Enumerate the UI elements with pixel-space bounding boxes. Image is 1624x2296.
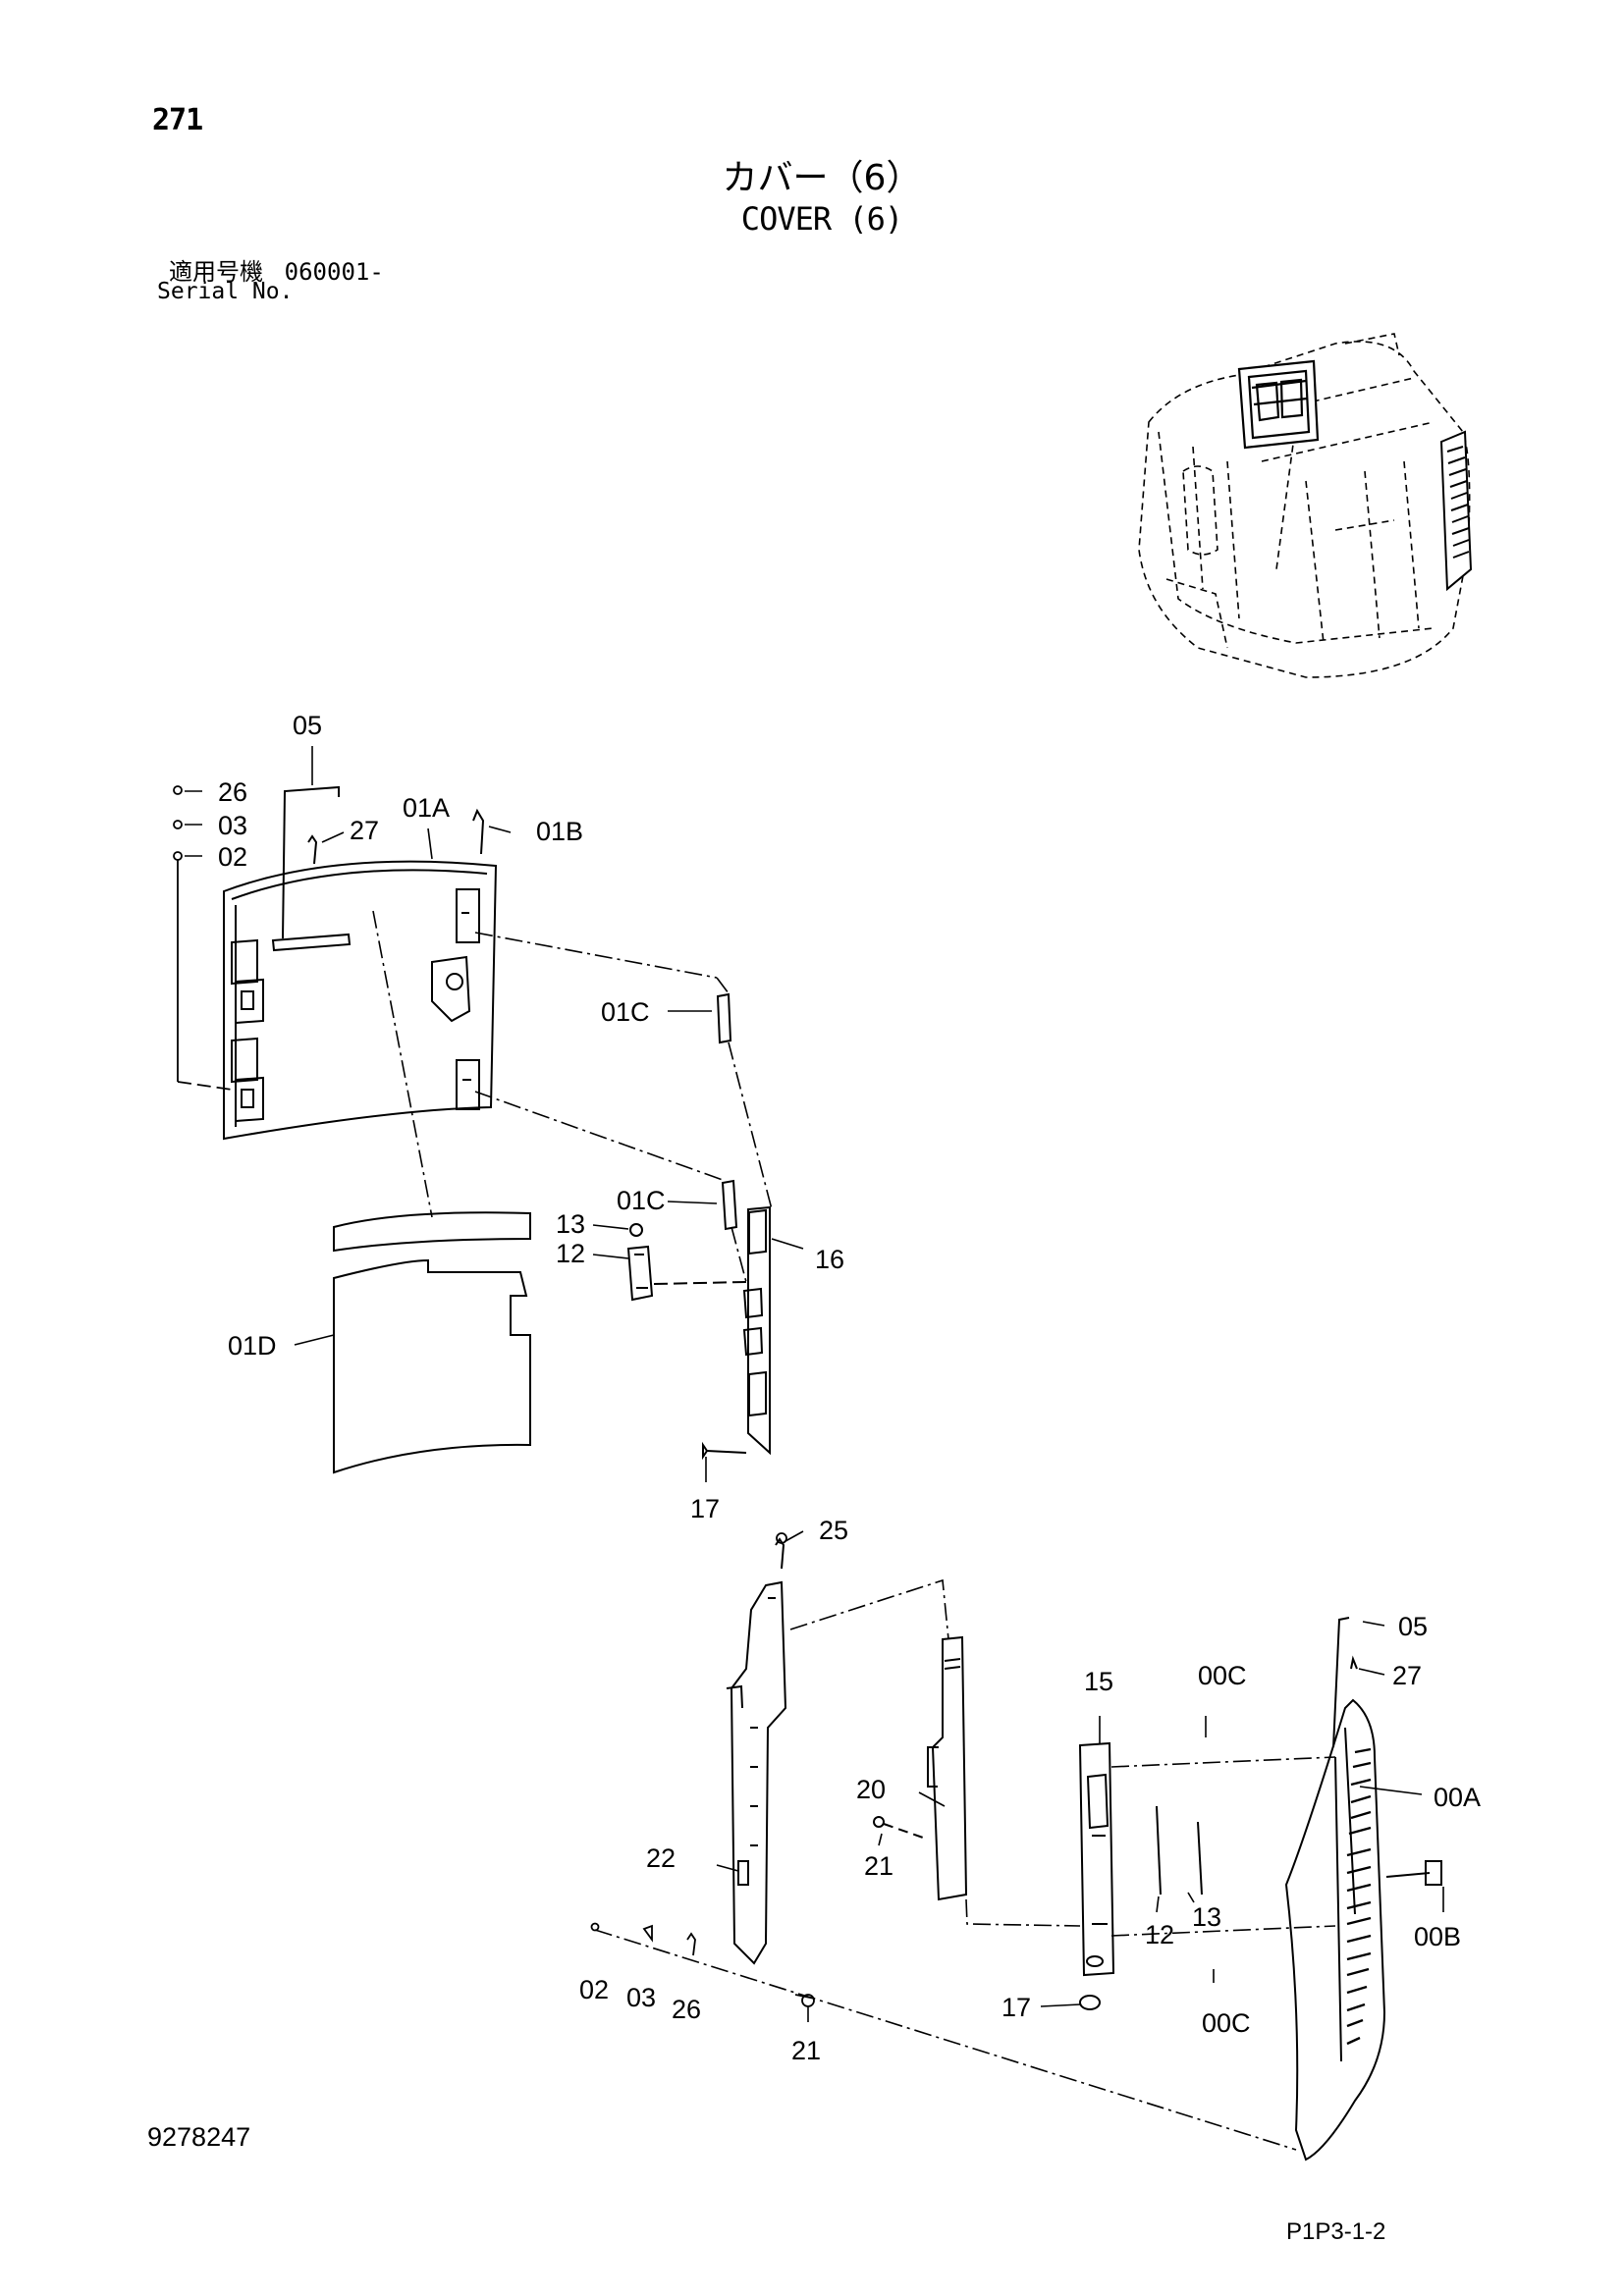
callout-01A: 01A (403, 793, 450, 823)
callout-03-top: 03 (218, 811, 247, 840)
serial-label-japanese: 適用号機 060001- (169, 252, 384, 287)
cover-panel-01A (223, 860, 498, 1141)
callout-13-top: 13 (556, 1209, 585, 1239)
callout-05-right: 05 (1398, 1612, 1428, 1641)
callout-20: 20 (856, 1775, 886, 1804)
callout-00B: 00B (1414, 1922, 1461, 1951)
callout-01C-lower: 01C (617, 1186, 666, 1215)
callout-13-mid: 13 (1192, 1902, 1221, 1932)
callout-16: 16 (815, 1245, 844, 1274)
page-title-english: COVER (6) (740, 200, 903, 238)
callout-26-bottom: 26 (672, 1995, 701, 2024)
assembly-lines-top (372, 910, 773, 1283)
callout-25: 25 (819, 1516, 848, 1545)
callout-00C-lower: 00C (1202, 2008, 1251, 2038)
callout-03-bottom: 03 (626, 1983, 656, 2012)
callout-27-top: 27 (350, 816, 379, 845)
callout-17-upper: 17 (690, 1494, 720, 1523)
bracket-15 (1078, 1741, 1203, 2010)
callout-01D: 01D (228, 1331, 277, 1361)
callout-26-top: 26 (218, 777, 247, 807)
serial-label-english: Serial No. (157, 279, 294, 304)
callout-17-lower: 17 (1001, 1993, 1031, 2022)
hardware-bottom (590, 1532, 816, 2007)
callout-00A: 00A (1434, 1783, 1481, 1812)
page-title-japanese: カバー（6） (722, 158, 922, 198)
machine-overview-illustration (1138, 333, 1473, 678)
callout-00C-upper: 00C (1198, 1661, 1247, 1690)
callout-15: 15 (1084, 1667, 1113, 1696)
serial-label-jp-text: 適用号機 (169, 258, 263, 286)
callout-21-bottom: 21 (791, 2036, 821, 2065)
callout-01B: 01B (536, 817, 583, 846)
callout-21-mid: 21 (864, 1851, 893, 1881)
bracket-22 (726, 1537, 787, 1965)
callout-12-mid: 12 (1145, 1920, 1174, 1949)
serial-value: 060001- (284, 258, 384, 286)
page-number: 271 (152, 103, 203, 137)
callout-02-top: 02 (218, 842, 247, 872)
assembly-lines-bottom (594, 1578, 1336, 2151)
callout-01C-upper: 01C (601, 997, 650, 1027)
callout-05-top: 05 (293, 711, 322, 740)
hardware-stack-top (173, 785, 233, 1091)
rod-05-top (282, 785, 485, 939)
foam-pad-01D (333, 1211, 531, 1474)
callout-27-right: 27 (1392, 1661, 1422, 1690)
bracket-16-assembly (626, 992, 771, 1461)
bracket-20 (873, 1635, 968, 1901)
callout-leaders (185, 746, 1444, 2022)
callout-22: 22 (646, 1843, 676, 1873)
callout-02-bottom: 02 (579, 1975, 609, 2004)
drawing-number: 9278247 (147, 2122, 251, 2152)
callout-12-top: 12 (556, 1239, 585, 1268)
sheet-code: P1P3-1-2 (1286, 2218, 1386, 2245)
cover-panel-00A (1284, 1617, 1442, 2162)
